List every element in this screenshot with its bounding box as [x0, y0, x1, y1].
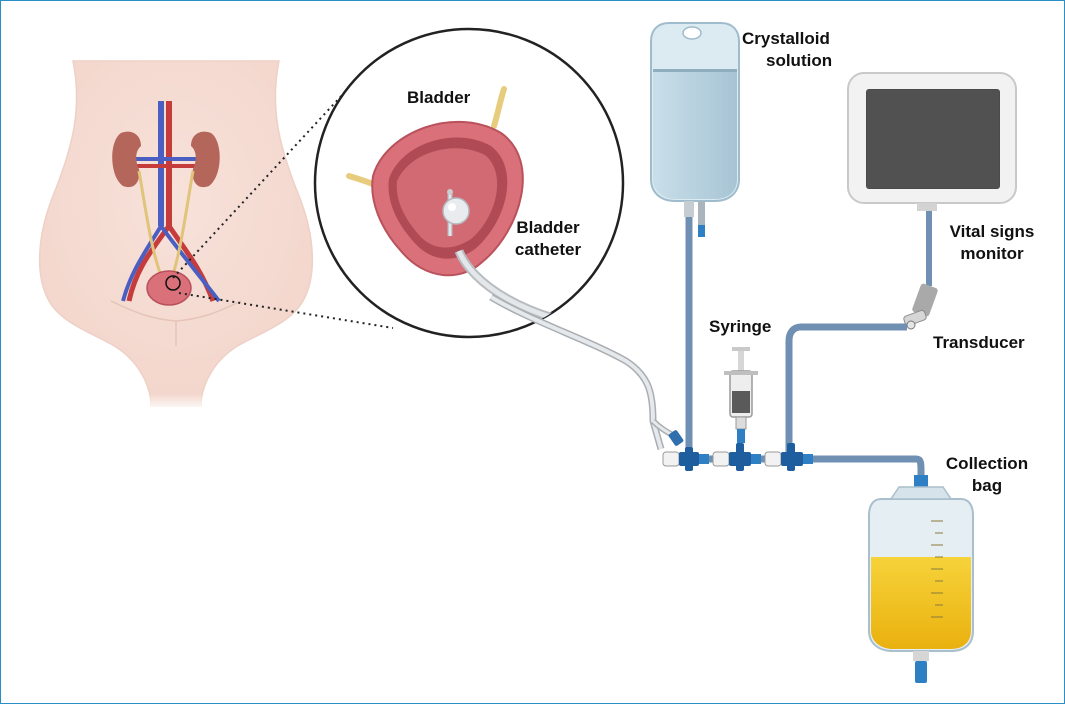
transducer-tubing: [785, 323, 907, 453]
kidney-right: [191, 131, 220, 188]
zoom-line-bottom: [178, 292, 394, 329]
vital-signs-line-1: Vital signs: [949, 222, 1035, 241]
transducer-device: [903, 283, 938, 330]
bladder-catheter-line-1: Bladder: [516, 218, 580, 237]
catheter-tubing: [489, 293, 684, 450]
crystalloid-label-line-2: solution: [766, 51, 833, 70]
vital-signs-line-2: monitor: [960, 244, 1024, 263]
kidney-left: [112, 131, 141, 188]
bladder-label-text: Bladder: [407, 88, 471, 107]
bladder-small: [146, 270, 192, 306]
stopcock-1: [662, 447, 709, 471]
collection-bag-line-2: bag: [971, 476, 1003, 495]
collection-bag-label: Collection bag: [935, 453, 1039, 497]
crystalloid-solution-label: Crystalloid solution: [742, 28, 832, 72]
collection-bag-line-1: Collection: [945, 454, 1029, 473]
bladder-zoom: [346, 86, 622, 336]
syringe-device: [724, 347, 758, 443]
transducer-label-text: Transducer: [933, 333, 1025, 352]
stopcock-3: [764, 443, 813, 471]
bladder-catheter-line-2: catheter: [514, 240, 582, 259]
transducer-label: Transducer: [933, 332, 1025, 354]
collection-bag-device: [868, 475, 974, 683]
great-vessels: [121, 101, 221, 303]
syringe-label: Syringe: [709, 316, 771, 338]
syringe-label-text: Syringe: [709, 317, 772, 336]
vital-signs-monitor-label: Vital signs monitor: [939, 221, 1045, 265]
crystalloid-label-line-1: Crystalloid: [742, 29, 830, 48]
bladder-catheter-label: Bladder catheter: [509, 217, 587, 261]
main-line: [677, 455, 925, 485]
human-torso: [38, 60, 321, 411]
vital-signs-monitor-device: [847, 72, 1017, 211]
stopcock-2: [712, 443, 761, 471]
iv-bag: [650, 22, 740, 237]
bladder-label: Bladder: [407, 87, 470, 109]
